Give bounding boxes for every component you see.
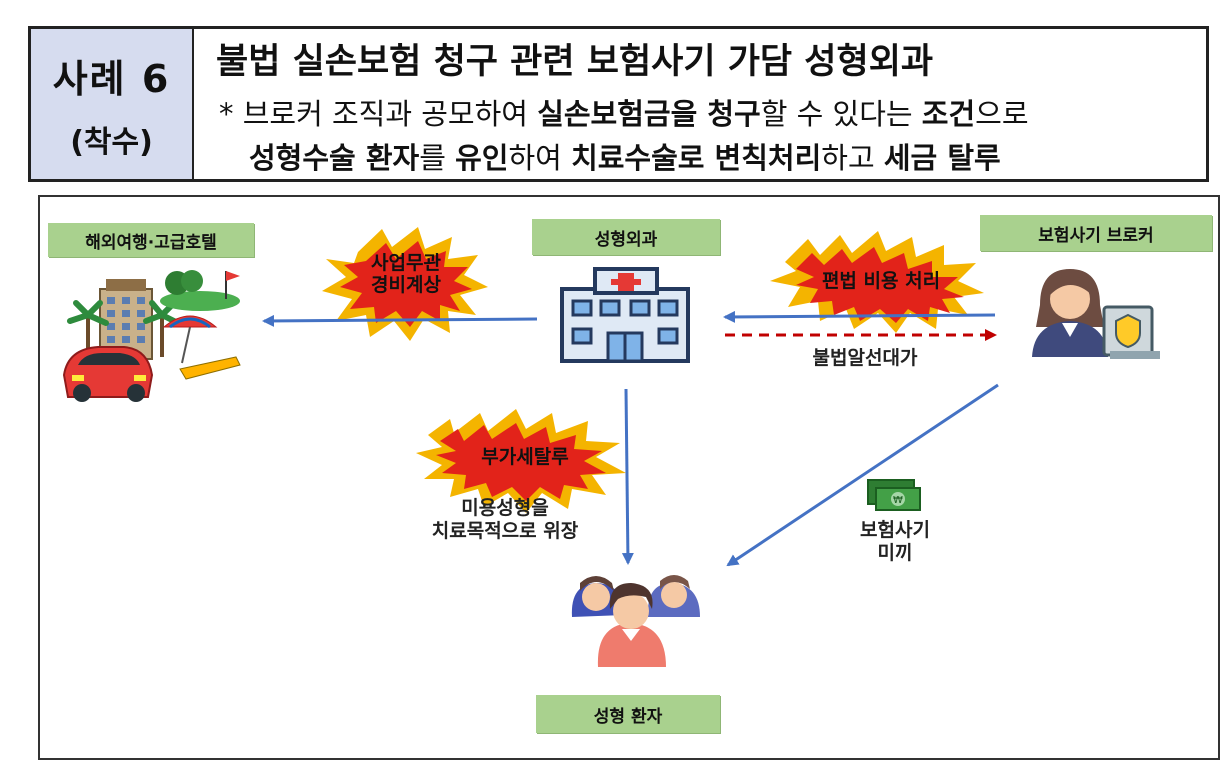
arrow-clinic-to-hotel [262,314,538,327]
resort-cluster-icon [62,270,241,402]
text-segment: 하고 [821,141,884,175]
case-title: 불법 실손보험 청구 관련 보험사기 가담 성형외과 [216,42,934,82]
patient-group-icon [571,575,700,667]
fraud-flow-diagram: ₩ 해외여행·고급호텔 성형외과 보험사기 브로커 성형 환자 사업무관 경비계… [38,195,1220,760]
arrow-broker-to-patient [726,383,999,567]
node-patient: 성형 환자 [536,695,720,733]
label-disguise-line-1: 미용성형을 [461,497,549,519]
label-disguise-line-2: 치료목적으로 위장 [431,519,579,542]
svg-text:₩: ₩ [893,495,903,506]
burst-irregular-cost [770,231,984,333]
diagram-graphics: ₩ [62,227,1160,667]
case-description-line-2: 성형수술 환자를 유인하여 치료수술로 변칙처리하고 세금 탈루 [249,135,1001,177]
burst-business-expense-text: 사업무관 경비계상 [356,252,456,297]
label-lure-line-2: 미끼 [877,541,913,564]
label-lure: 보험사기 미끼 [840,519,950,565]
node-travel-hotel: 해외여행·고급호텔 [48,223,254,257]
label-lure-line-1: 보험사기 [860,519,930,541]
label-disguise: 미용성형을 치료목적으로 위장 [400,497,610,543]
burst-vat-evasion-text: 부가세탈루 [481,446,569,468]
emphasis-segment: 유인 [455,141,509,175]
emphasis-segment: 성형수술 환자 [249,141,420,175]
case-description-line-1: * 브로커 조직과 공모하여 실손보험금을 청구할 수 있다는 조건으로 [219,91,1029,133]
case-badge: 사례 6 (착수) [31,29,194,179]
arrow-broker-to-clinic [723,310,996,323]
node-broker: 보험사기 브로커 [980,215,1212,251]
emphasis-segment: 조건 [921,97,976,131]
burst-business-expense [322,227,488,341]
label-illegal-referral-fee: 불법알선대가 [812,347,918,369]
node-clinic: 성형외과 [532,219,720,255]
text-segment: 하여 [508,141,572,175]
text-segment: 를 [419,141,456,175]
burst-business-expense-line-1: 사업무관 [371,252,441,274]
money-icon: ₩ [867,479,921,511]
broker-person-icon [1032,269,1160,359]
arrow-clinic-to-patient [621,388,634,565]
burst-business-expense-line-2: 경비계상 [371,273,441,296]
emphasis-segment: 실손보험금을 청구 [537,97,761,131]
emphasis-segment: 치료수술로 변칙처리 [571,141,822,175]
emphasis-segment: 세금 탈루 [883,141,1001,175]
hospital-icon [560,267,690,363]
burst-irregular-cost-text: 편법 비용 처리 [821,270,941,292]
text-segment: 할 수 있다는 [760,97,922,131]
burst-vat-evasion [416,409,626,513]
case-header: 사례 6 (착수) 불법 실손보험 청구 관련 보험사기 가담 성형외과 * 브… [28,26,1209,182]
text-segment: * 브로커 조직과 공모하여 [219,97,538,131]
case-number: 사례 6 [52,56,171,101]
text-segment: 으로 [975,97,1029,131]
case-status: (착수) [70,124,153,160]
